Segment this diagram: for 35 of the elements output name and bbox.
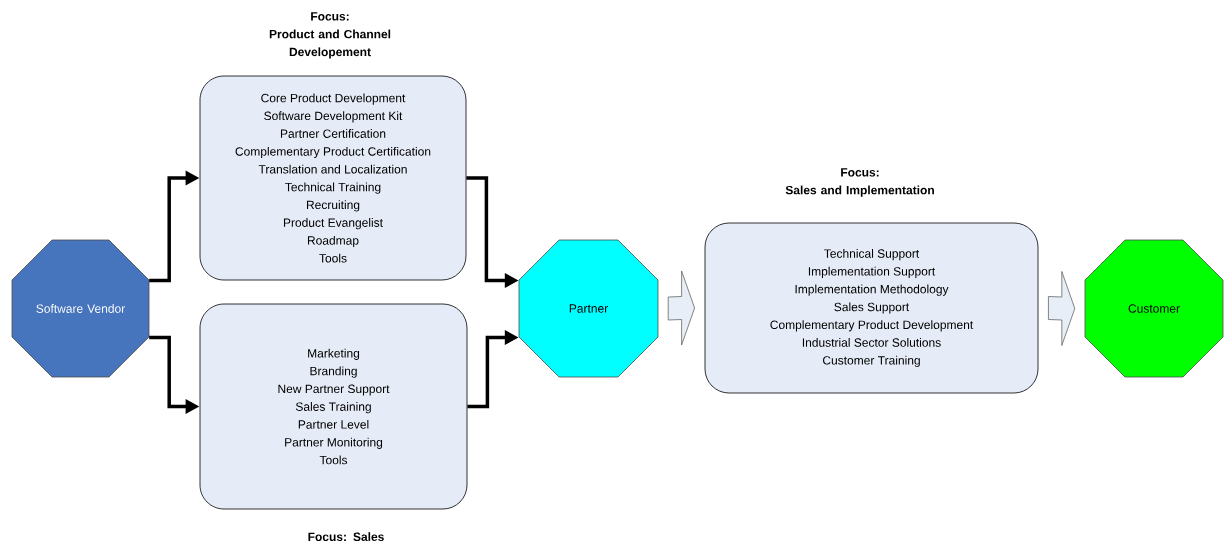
node-label: Branding — [310, 366, 357, 378]
node-label: Complementary Product Development — [770, 320, 974, 332]
node-label: Core Product Development — [261, 93, 406, 105]
block-arrow — [1048, 271, 1076, 346]
node-label: Tools — [319, 455, 348, 465]
focus-heading: Focus: Sales — [308, 532, 384, 541]
node-label: Partner Level — [298, 419, 369, 429]
node-label: Industrial Sector Solutions — [802, 338, 941, 347]
octagon-node: Software Vendor — [11, 239, 150, 378]
node-label: Product Evangelist — [283, 218, 383, 230]
node-label: Tools — [319, 253, 347, 263]
rounded-box: Marketing Branding New Partner Support Sales Training Partner Level Partner Monitoring Tools — [199, 303, 468, 510]
node-label: Technical Training — [285, 182, 381, 194]
node-label: Sales Support — [834, 302, 910, 314]
focus-heading: Focus: Sales and Implementation — [785, 168, 934, 197]
node-label: Software Development Kit — [264, 111, 403, 123]
node-label: Partner Certification — [280, 129, 386, 138]
octagon-node: Partner — [518, 239, 659, 378]
node-label: Translation and Localization — [258, 164, 407, 174]
node-label: Marketing — [308, 348, 360, 360]
focus-heading: Focus: Product and Channel Developement — [269, 12, 391, 59]
node-label: Complementary Product Certification — [235, 146, 431, 159]
node-label: Customer Training — [822, 355, 920, 367]
block-arrow — [667, 270, 695, 346]
rounded-box: Technical Support Implementation Support Implementation Methodology Sales Support Complementary Product Development Industrial Sector Solutions Customer Training — [704, 222, 1039, 394]
node-label: New Partner Support — [278, 384, 390, 396]
node-label: Implementation Methodology — [795, 284, 949, 296]
node-label: Sales Training — [295, 402, 371, 414]
rounded-box: Core Product Development Software Development Kit Partner Certification Complementary Product Certification Translation and Localization Technical Training Recruiting Product Evangelist Roadmap Tools — [199, 75, 467, 281]
node-label: Roadmap — [307, 235, 359, 248]
node-label: Recruiting — [306, 200, 360, 212]
node-label: Technical Support — [824, 249, 920, 261]
octagon-node: Customer — [1084, 239, 1224, 378]
node-label: Implementation Support — [808, 266, 936, 278]
node-label: Partner Monitoring — [285, 437, 383, 449]
